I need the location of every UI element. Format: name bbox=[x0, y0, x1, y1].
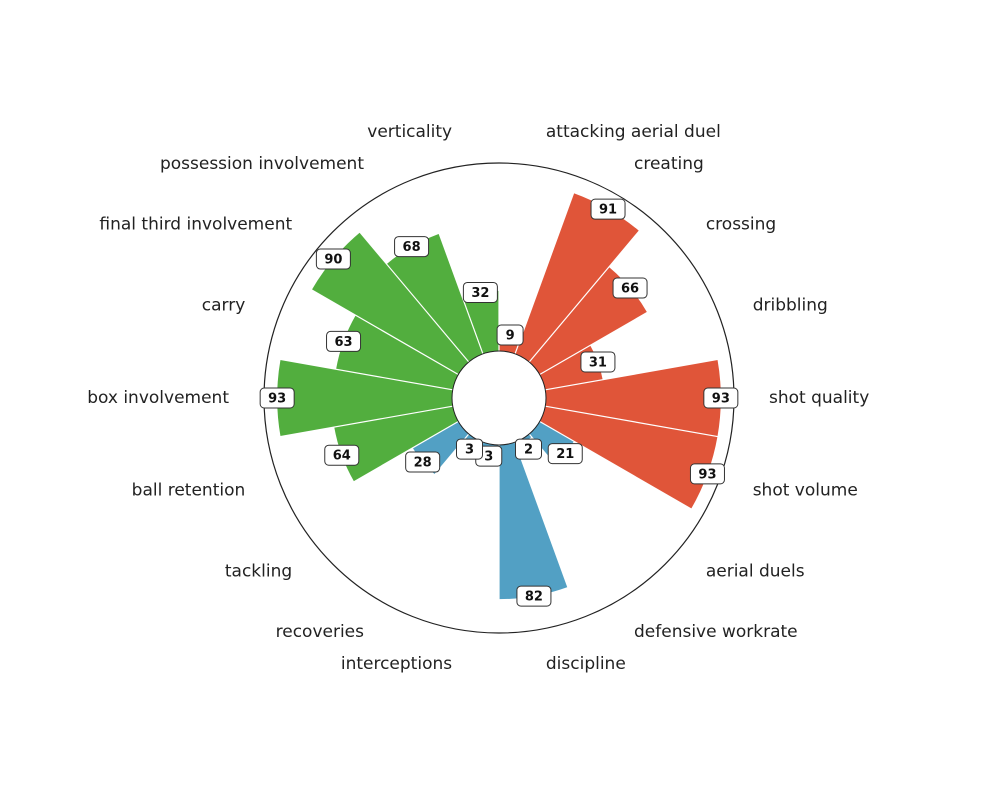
category-label-tackling: tackling bbox=[225, 562, 292, 582]
value-box-ball-retention bbox=[324, 444, 360, 466]
separator-line bbox=[528, 217, 651, 363]
separators-layer bbox=[267, 163, 731, 633]
separator-line bbox=[539, 420, 703, 517]
value-label-aerial-duels: 21 bbox=[556, 447, 574, 462]
separator-line bbox=[267, 405, 453, 440]
separator-line bbox=[514, 441, 580, 620]
category-label-shot-volume: shot volume bbox=[753, 480, 858, 500]
category-label-verticality: verticality bbox=[367, 122, 452, 142]
value-labels-layer: 9 91 66 31 93 93 21 2 82 33 28 64 93 63 90 68 32 bbox=[259, 198, 739, 607]
value-box-shot-quality bbox=[703, 387, 739, 409]
separator-line bbox=[347, 217, 470, 363]
value-label-creating: 91 bbox=[599, 203, 617, 218]
bar-carry bbox=[336, 315, 459, 390]
value-label-interceptions: 3 bbox=[484, 450, 493, 465]
value-label-final-third-involvement: 90 bbox=[324, 253, 342, 268]
value-label-verticality: 32 bbox=[471, 286, 489, 301]
separator-line bbox=[539, 279, 703, 376]
value-label-recoveries: 3 bbox=[465, 443, 474, 458]
value-box-verticality bbox=[462, 281, 498, 303]
separator-line bbox=[295, 420, 459, 517]
value-label-discipline: 82 bbox=[525, 590, 543, 605]
value-label-shot-quality: 93 bbox=[712, 392, 730, 407]
separator-line bbox=[545, 405, 731, 440]
value-label-ball-retention: 64 bbox=[333, 449, 351, 464]
value-label-tackling: 28 bbox=[414, 456, 432, 471]
bar-shot-quality bbox=[545, 359, 721, 437]
value-box-tackling bbox=[405, 451, 441, 473]
category-label-aerial-duels: aerial duels bbox=[706, 562, 805, 582]
category-label-ball-retention: ball retention bbox=[132, 480, 246, 500]
bar-discipline bbox=[499, 442, 568, 600]
category-label-possession-involvement: possession involvement bbox=[160, 154, 364, 174]
value-label-dribbling: 31 bbox=[589, 355, 607, 370]
bar-shot-volume bbox=[539, 406, 718, 509]
separator-line bbox=[267, 356, 453, 391]
value-label-shot-volume: 93 bbox=[698, 467, 716, 482]
bar-ball-retention bbox=[334, 406, 459, 482]
value-box-box-involvement bbox=[259, 387, 295, 409]
category-label-crossing: crossing bbox=[706, 214, 776, 234]
category-label-defensive-workrate: defensive workrate bbox=[634, 622, 798, 642]
value-box-possession-involvement bbox=[394, 236, 430, 258]
value-box-dribbling bbox=[580, 351, 616, 373]
category-label-recoveries: recoveries bbox=[276, 622, 365, 642]
value-box-discipline bbox=[516, 585, 552, 607]
value-box-crossing bbox=[612, 277, 648, 299]
value-box-aerial-duels bbox=[547, 443, 583, 465]
bar-possession-involvement bbox=[386, 233, 483, 362]
value-label-possession-involvement: 68 bbox=[403, 240, 421, 255]
separator-line bbox=[514, 176, 580, 355]
bar-verticality bbox=[462, 290, 499, 354]
value-label-attacking-aerial-duel: 9 bbox=[506, 329, 515, 344]
inner-hole bbox=[451, 350, 547, 446]
category-labels-layer: attacking aerial duel creating crossing dri… bbox=[87, 122, 869, 674]
separator-line bbox=[347, 433, 470, 579]
category-label-attacking-aerial-duel: attacking aerial duel bbox=[546, 122, 721, 142]
separator-line bbox=[418, 176, 484, 355]
category-label-interceptions: interceptions bbox=[341, 654, 452, 674]
value-box-recoveries bbox=[456, 438, 483, 460]
value-box-attacking-aerial-duel bbox=[496, 324, 524, 346]
bar-final-third-involvement bbox=[311, 232, 469, 375]
category-label-creating: creating bbox=[634, 154, 704, 174]
category-label-discipline: discipline bbox=[546, 654, 626, 674]
separator-line bbox=[418, 441, 484, 620]
category-label-carry: carry bbox=[202, 296, 246, 316]
value-label-box-involvement: 93 bbox=[268, 392, 286, 407]
value-box-final-third-involvement bbox=[315, 248, 351, 270]
value-box-shot-volume bbox=[689, 463, 725, 485]
category-label-box-involvement: box involvement bbox=[87, 388, 229, 408]
category-label-shot-quality: shot quality bbox=[769, 388, 869, 408]
bar-box-involvement bbox=[277, 359, 453, 437]
value-label-carry: 63 bbox=[334, 335, 352, 350]
category-label-final-third-involvement: final third involvement bbox=[99, 214, 292, 234]
category-label-dribbling: dribbling bbox=[753, 296, 828, 316]
bar-creating bbox=[515, 193, 640, 362]
value-label-crossing: 66 bbox=[621, 282, 639, 297]
value-box-defensive-workrate bbox=[515, 438, 542, 460]
value-box-creating bbox=[590, 198, 626, 220]
value-label-defensive-workrate: 2 bbox=[524, 443, 533, 458]
separator-line bbox=[295, 279, 459, 376]
separator-line bbox=[545, 356, 731, 391]
value-box-carry bbox=[326, 330, 362, 352]
